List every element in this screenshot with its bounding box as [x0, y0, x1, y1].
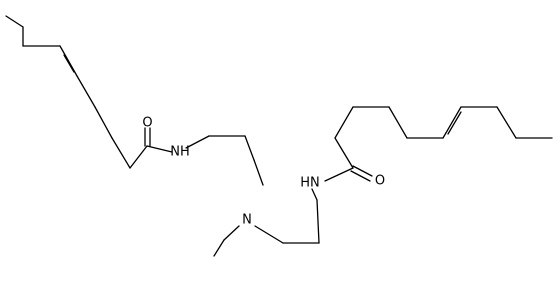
atom-label-hn-right: HN: [300, 176, 320, 191]
double-bond-inner: [447, 111, 462, 135]
bond: [129, 145, 148, 169]
bond: [388, 106, 408, 139]
double-bond-inner: [63, 54, 75, 73]
bond: [496, 106, 517, 139]
bond: [334, 137, 354, 169]
atom-label-oxygen-right: O: [375, 174, 385, 189]
atom-label-oxygen-left: O: [142, 116, 152, 131]
atom-label-nitrogen-center: N: [242, 213, 252, 228]
linker: [185, 135, 320, 257]
bond: [311, 188, 318, 201]
bond: [324, 167, 354, 182]
bond: [316, 199, 320, 244]
bond: [213, 239, 225, 257]
left-acyl-chain: [5, 15, 173, 169]
atom-label-nh-left: NH: [170, 145, 190, 160]
bond: [76, 75, 96, 108]
carbonyl-bond: [352, 165, 373, 177]
bond: [244, 135, 255, 161]
bond: [254, 225, 284, 244]
right-acyl-chain: [324, 106, 553, 182]
bond: [111, 137, 131, 169]
double-bond: [442, 106, 462, 139]
bond: [223, 225, 240, 241]
bond: [253, 159, 264, 186]
bond: [94, 106, 113, 139]
bond: [185, 135, 210, 149]
double-bond: [59, 45, 78, 77]
bond: [5, 15, 24, 28]
bond: [334, 106, 354, 139]
bond: [146, 145, 173, 153]
carbonyl-bond: [350, 170, 371, 182]
